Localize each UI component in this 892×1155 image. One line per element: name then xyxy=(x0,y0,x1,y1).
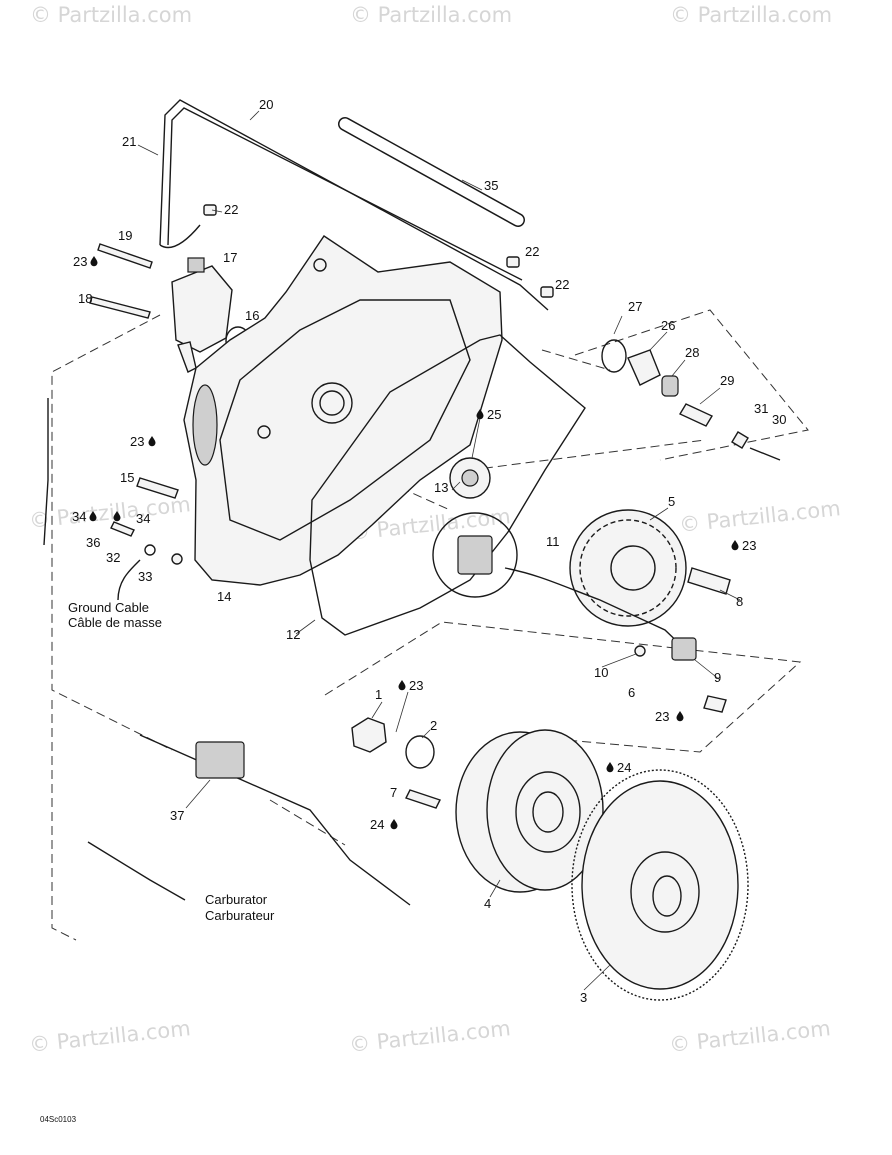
callout-4: 4 xyxy=(484,896,491,911)
watermark: © Partzilla.com xyxy=(30,3,192,27)
callout-37: 37 xyxy=(170,808,184,823)
lubricant-drop-icon xyxy=(731,540,739,551)
lubricant-drop-icon xyxy=(90,256,98,267)
rotor-part-13 xyxy=(449,457,491,499)
ring-gear-3 xyxy=(571,769,749,1001)
ground-cable-caption-fr: Câble de masse xyxy=(68,615,162,630)
housing-14 xyxy=(183,235,503,586)
fitting-17-and-bolts xyxy=(89,243,251,373)
callout-16: 16 xyxy=(245,308,259,323)
lubricant-drop-icon xyxy=(390,819,398,830)
clamps-22 xyxy=(203,204,554,298)
callout-10: 10 xyxy=(594,665,608,680)
flywheel-4 xyxy=(455,729,604,893)
callout-33: 33 xyxy=(138,569,152,584)
callout-22: 22 xyxy=(224,202,238,217)
captions: Ground Cable Câble de masse Carburator C… xyxy=(40,600,275,1124)
callout-17: 17 xyxy=(223,250,237,265)
nut-washer-bolt xyxy=(351,717,441,809)
callout-30: 30 xyxy=(772,412,786,427)
callout-36: 36 xyxy=(86,535,100,550)
carburator-caption: Carburator xyxy=(205,892,268,907)
lubricant-drop-icon xyxy=(606,762,614,773)
callout-24: 24 xyxy=(617,760,631,775)
watermark: © Partzilla.com xyxy=(668,1016,832,1057)
callout-26: 26 xyxy=(661,318,675,333)
lubricant-drop-icon xyxy=(676,711,684,722)
callout-20: 20 xyxy=(259,97,273,112)
ground-cable xyxy=(43,398,183,601)
ground-cable-caption: Ground Cable xyxy=(68,600,149,615)
callout-22: 22 xyxy=(555,277,569,292)
callout-22: 22 xyxy=(525,244,539,259)
callout-31: 31 xyxy=(754,401,768,416)
drawing-code: 04Sc0103 xyxy=(40,1115,77,1124)
callout-32: 32 xyxy=(106,550,120,565)
callout-12: 12 xyxy=(286,627,300,642)
callout-23: 23 xyxy=(409,678,423,693)
watermark: © Partzilla.com xyxy=(348,1016,512,1057)
callout-5: 5 xyxy=(668,494,675,509)
callout-14: 14 xyxy=(217,589,231,604)
hose-assembly xyxy=(159,99,549,311)
callout-21: 21 xyxy=(122,134,136,149)
callout-7: 7 xyxy=(390,785,397,800)
callout-15: 15 xyxy=(120,470,134,485)
reference-lines xyxy=(51,309,809,941)
cable-37 xyxy=(87,734,411,906)
callout-18: 18 xyxy=(78,291,92,306)
watermark: © Partzilla.com xyxy=(28,1016,192,1057)
callout-2: 2 xyxy=(430,718,437,733)
callout-1: 1 xyxy=(375,687,382,702)
callout-24: 24 xyxy=(370,817,384,832)
carburator-caption-fr: Carburateur xyxy=(205,908,275,923)
callout-35: 35 xyxy=(484,178,498,193)
lubricant-drop-icon xyxy=(148,436,156,447)
tube-35 xyxy=(338,117,525,227)
callout-labels: 20 21 22 35 19 17 23 18 22 22 16 27 26 2… xyxy=(72,97,786,1005)
watermark: © Partzilla.com xyxy=(28,492,192,533)
gasket-12 xyxy=(309,334,586,636)
callout-34: 34 xyxy=(136,511,150,526)
callout-9: 9 xyxy=(714,670,721,685)
watermark: © Partzilla.com xyxy=(670,3,832,27)
connector-parts xyxy=(601,339,781,461)
watermark: © Partzilla.com xyxy=(678,496,842,537)
callout-19: 19 xyxy=(118,228,132,243)
leader-lines xyxy=(137,110,741,991)
callout-23: 23 xyxy=(742,538,756,553)
bolts-8-9-10 xyxy=(634,567,731,713)
trigger-assembly xyxy=(432,512,697,661)
callout-25: 25 xyxy=(487,407,501,422)
callout-23: 23 xyxy=(73,254,87,269)
callout-27: 27 xyxy=(628,299,642,314)
callout-29: 29 xyxy=(720,373,734,388)
callout-13: 13 xyxy=(434,480,448,495)
callout-11: 11 xyxy=(546,534,560,549)
callout-8: 8 xyxy=(736,594,743,609)
callout-28: 28 xyxy=(685,345,699,360)
callout-34: 34 xyxy=(72,509,86,524)
callout-23: 23 xyxy=(130,434,144,449)
watermark: © Partzilla.com xyxy=(350,3,512,27)
stator-5 xyxy=(569,509,687,627)
callout-23: 23 xyxy=(655,709,669,724)
lubricant-drop-icon xyxy=(398,680,406,691)
callout-3: 3 xyxy=(580,990,587,1005)
callout-6: 6 xyxy=(628,685,635,700)
